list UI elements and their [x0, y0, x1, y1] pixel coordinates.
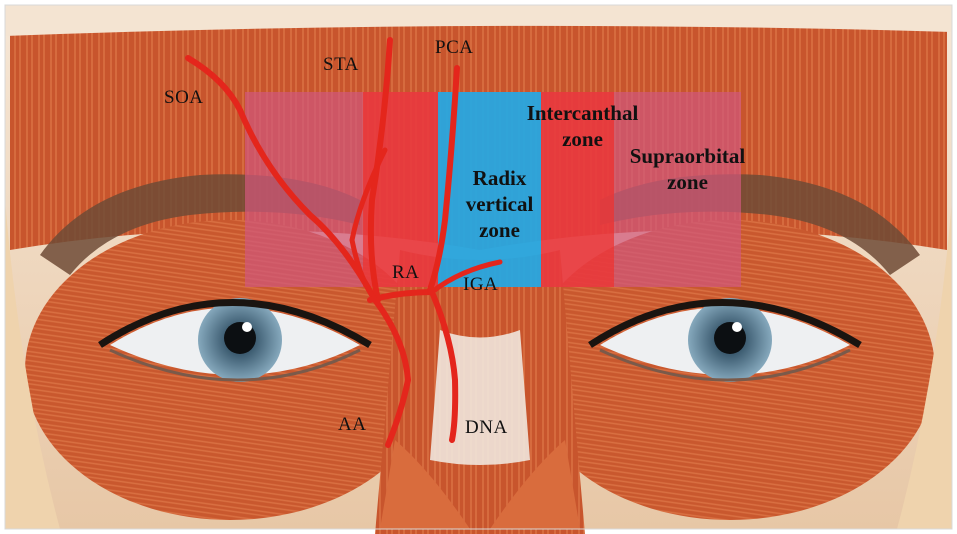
iga-label: IGA [463, 274, 498, 296]
ra-label: RA [392, 262, 419, 284]
radix-vertical-zone-label: Radix vertical zone [452, 165, 547, 243]
soa-label: SOA [164, 87, 204, 109]
pca-label: PCA [435, 37, 473, 59]
sta-label: STA [323, 54, 359, 76]
supraorbital-zone-label: Supraorbital zone [610, 143, 765, 195]
dna-label: DNA [465, 417, 508, 439]
aa-label: AA [338, 414, 366, 436]
